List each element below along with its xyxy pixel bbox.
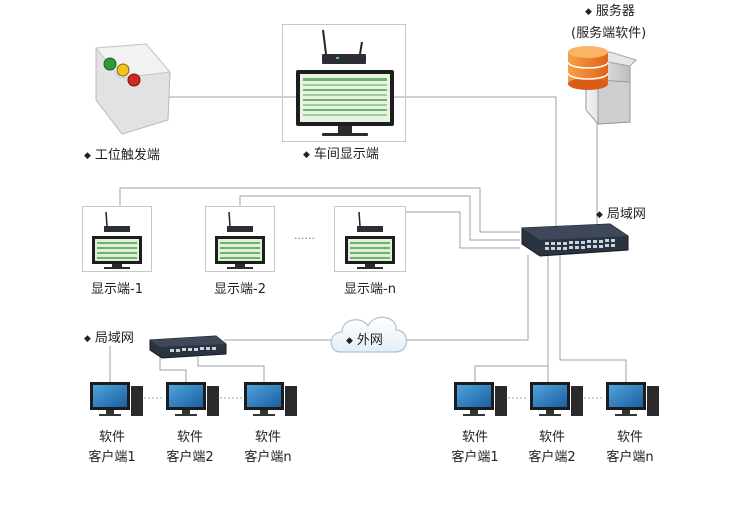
trigger-label: ◆工位触发端 bbox=[84, 148, 160, 163]
display-2-device bbox=[215, 211, 265, 269]
client-pc-left-1 bbox=[90, 382, 143, 416]
diamond-bullet-icon: ◆ bbox=[84, 151, 91, 161]
client-left-1-label: 软件客户端1 bbox=[88, 430, 136, 465]
client-left-2-label: 软件客户端2 bbox=[166, 430, 214, 465]
client-right-n-label: 软件客户端n bbox=[606, 430, 654, 465]
main-switch-device bbox=[521, 223, 629, 257]
client-right-1-label: 软件客户端1 bbox=[451, 430, 499, 465]
display-n-device bbox=[345, 211, 395, 269]
internet-label: ◆外网 bbox=[346, 333, 383, 348]
display-2-label: 显示端-2 bbox=[214, 282, 266, 297]
server-device bbox=[567, 46, 637, 125]
internet-cloud bbox=[330, 316, 408, 353]
display-1-label: 显示端-1 bbox=[91, 282, 143, 297]
client-pc-right-2 bbox=[530, 382, 583, 416]
display-1-device bbox=[92, 211, 142, 269]
diamond-bullet-icon: ◆ bbox=[596, 210, 603, 220]
diamond-bullet-icon: ◆ bbox=[303, 150, 310, 160]
client-pc-left-n bbox=[244, 382, 297, 416]
trigger-box-device bbox=[95, 43, 171, 135]
lan-main-label: ◆局域网 bbox=[596, 207, 646, 222]
workshop-monitor-device bbox=[296, 29, 394, 136]
workshop-display-frame bbox=[282, 24, 406, 142]
display-n-label: 显示端-n bbox=[344, 282, 396, 297]
diamond-bullet-icon: ◆ bbox=[346, 336, 353, 346]
server-sublabel: (服务端软件) bbox=[571, 26, 647, 41]
client-right-2-label: 软件客户端2 bbox=[528, 430, 576, 465]
server-label: ◆服务器 bbox=[585, 4, 635, 19]
displays-ellipsis: ...... bbox=[294, 229, 315, 242]
diamond-bullet-icon: ◆ bbox=[84, 334, 91, 344]
workshop-display-label: ◆车间显示端 bbox=[303, 147, 379, 162]
client-pc-left-2 bbox=[166, 382, 219, 416]
lan-left-label: ◆局域网 bbox=[84, 331, 134, 346]
client-pc-right-1 bbox=[454, 382, 507, 416]
diamond-bullet-icon: ◆ bbox=[585, 7, 592, 17]
left-switch-device bbox=[149, 335, 227, 359]
connection-lines bbox=[109, 96, 627, 382]
client-pc-right-n bbox=[606, 382, 659, 416]
client-left-n-label: 软件客户端n bbox=[244, 430, 292, 465]
